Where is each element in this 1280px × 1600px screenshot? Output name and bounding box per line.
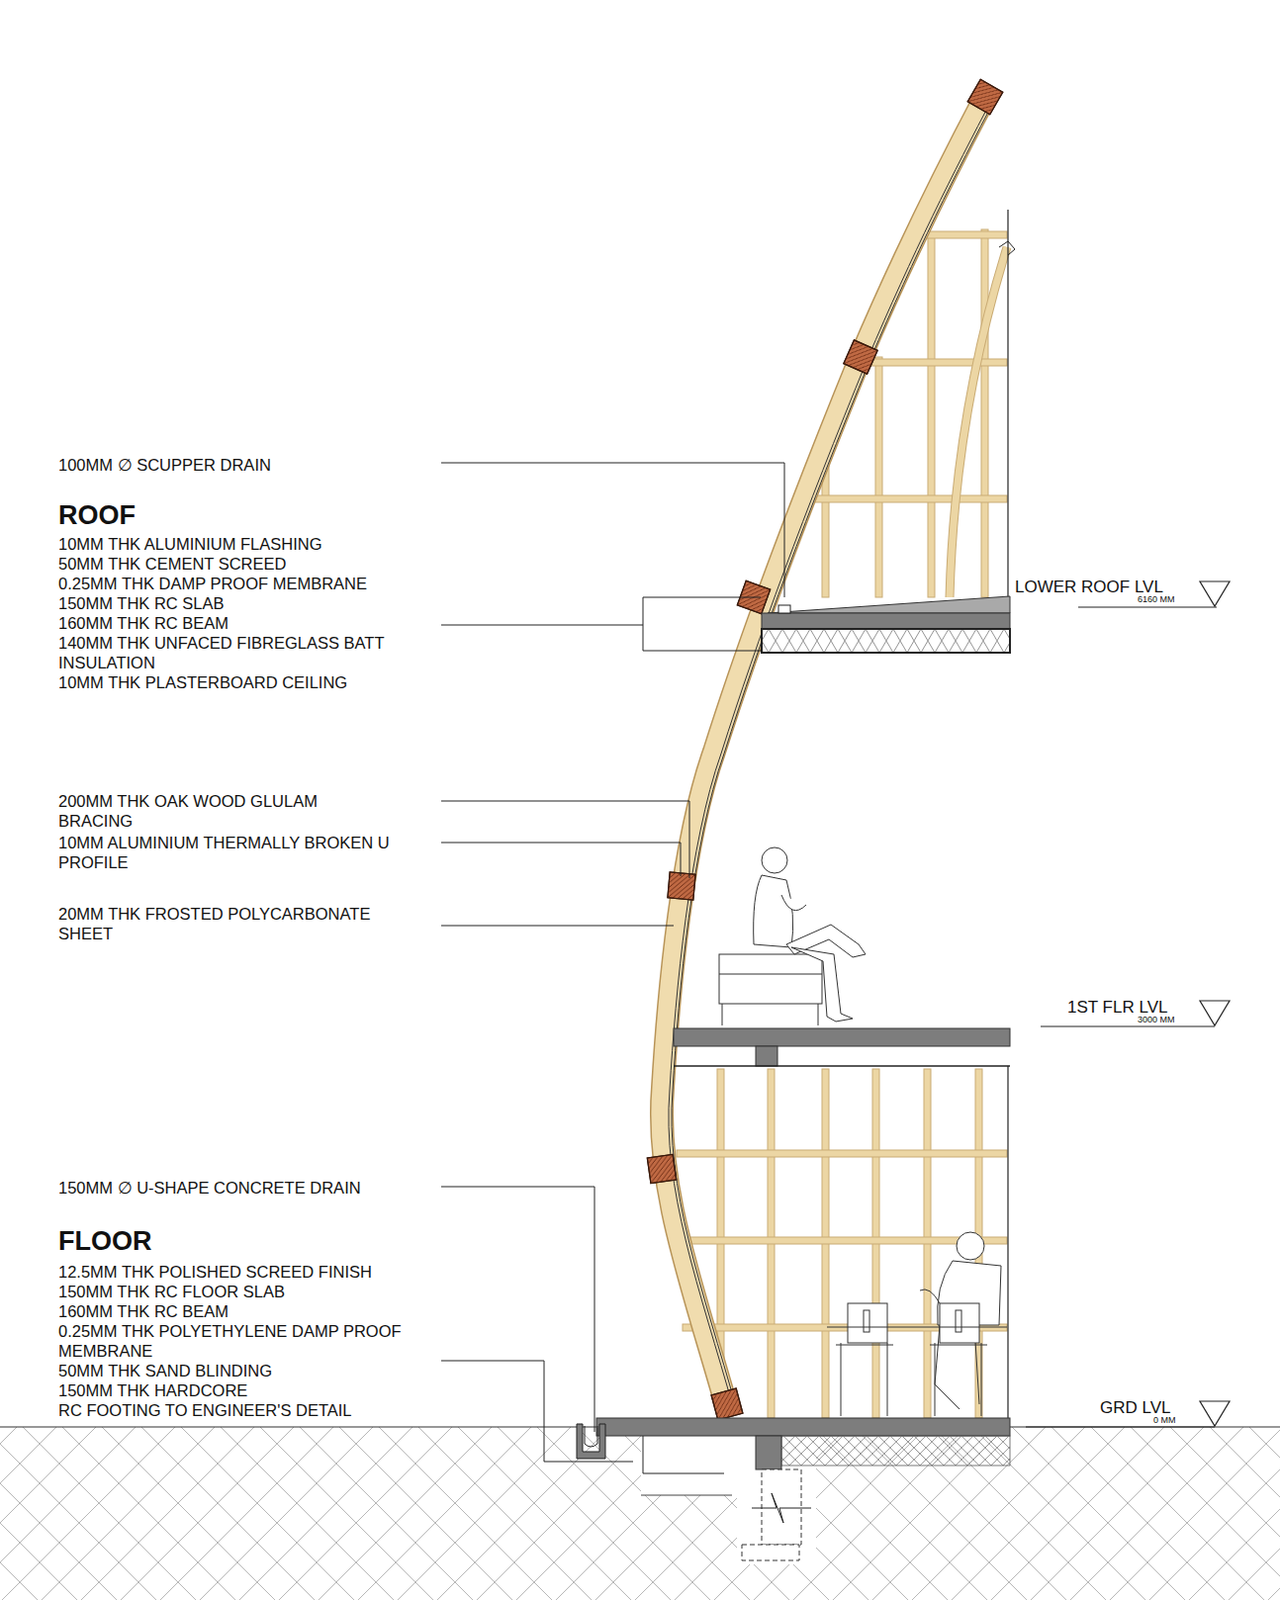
u-drain (576, 1424, 606, 1460)
section-break (1006, 209, 1008, 598)
rc-beam (755, 1046, 778, 1067)
excavation-edge (640, 1495, 732, 1497)
spec-line: 0.25MM THK DAMP PROOF MEMBRANE (58, 573, 435, 594)
level-value: 0 MM (1153, 1415, 1193, 1427)
glulam-bracing (661, 96, 986, 1409)
spec-line: 50MM THK SAND BLINDING (58, 1361, 435, 1381)
level-marker (1025, 581, 1230, 1428)
ground-beam (755, 1436, 782, 1470)
rc-slab (673, 1028, 1010, 1047)
spec-line: 150MM THK RC FLOOR SLAB (58, 1281, 435, 1302)
callout-text: 100MM ∅ SCUPPER DRAIN (58, 455, 435, 475)
insulation (762, 630, 1009, 652)
ceiling (673, 1065, 1010, 1068)
spec-line: 10MM THK ALUMINIUM FLASHING (58, 534, 435, 554)
ground-hatch (0, 1427, 1280, 1600)
cement-screed (767, 596, 1010, 614)
ground-slab (596, 1418, 1010, 1437)
polycarbonate-sheet (671, 98, 996, 1411)
callout-text: 20MM THK FROSTED POLYCARBONATE SHEET (58, 904, 415, 944)
spec-line: 12.5MM THK POLISHED SCREED FINISH (58, 1262, 435, 1282)
level-name: GRD LVL (1099, 1398, 1199, 1419)
level-name: 1ST FLR LVL (1067, 998, 1196, 1018)
spec-line: 10MM THK PLASTERBOARD CEILING (58, 672, 435, 693)
spec-line: 50MM THK CEMENT SCREED (58, 553, 435, 574)
spec-line: RC FOOTING TO ENGINEER'S DETAIL (58, 1400, 435, 1421)
glulam-bracing (661, 96, 986, 1409)
section-break (1006, 1066, 1008, 1419)
level-value: 6160 MM (1137, 594, 1197, 606)
u-drain-channel (584, 1426, 598, 1448)
spec-line: 160MM THK RC BEAM (58, 613, 435, 634)
spec-line: 150MM THK HARDCORE (58, 1380, 435, 1401)
level-value: 3000 MM (1137, 1014, 1197, 1026)
scupper (778, 605, 791, 614)
section-heading: ROOF (58, 500, 356, 531)
person-sketch (826, 1232, 1007, 1417)
spec-line: 140MM THK UNFACED FIBREGLASS BATT INSULA… (58, 633, 435, 673)
insulation (761, 629, 1010, 653)
footing-column (761, 1469, 802, 1546)
leader-line (441, 462, 785, 1474)
hardcore (781, 1436, 1010, 1466)
spec-line: 150MM THK RC SLAB (58, 593, 435, 614)
polycarbonate-sheet (668, 98, 993, 1411)
inner-arch (949, 247, 1007, 598)
section-heading: FLOOR (58, 1226, 356, 1257)
callout-text: 200MM THK OAK WOOD GLULAM BRACING (58, 791, 356, 831)
spec-line: 160MM THK RC BEAM (58, 1301, 435, 1322)
callout-text: 10MM ALUMINIUM THERMALLY BROKEN U PROFIL… (58, 832, 405, 873)
steel-connector (646, 79, 1003, 1421)
break-mark (999, 241, 1015, 256)
spec-line: 0.25MM THK POLYETHYLENE DAMP PROOF MEMBR… (58, 1321, 415, 1362)
person-sketch (719, 847, 866, 1026)
rc-slab (761, 613, 1010, 630)
callout-text: 150MM ∅ U-SHAPE CONCRETE DRAIN (58, 1178, 435, 1198)
inner-arch (949, 247, 1007, 598)
break-mark (751, 1493, 812, 1524)
footing-pad (741, 1545, 800, 1561)
